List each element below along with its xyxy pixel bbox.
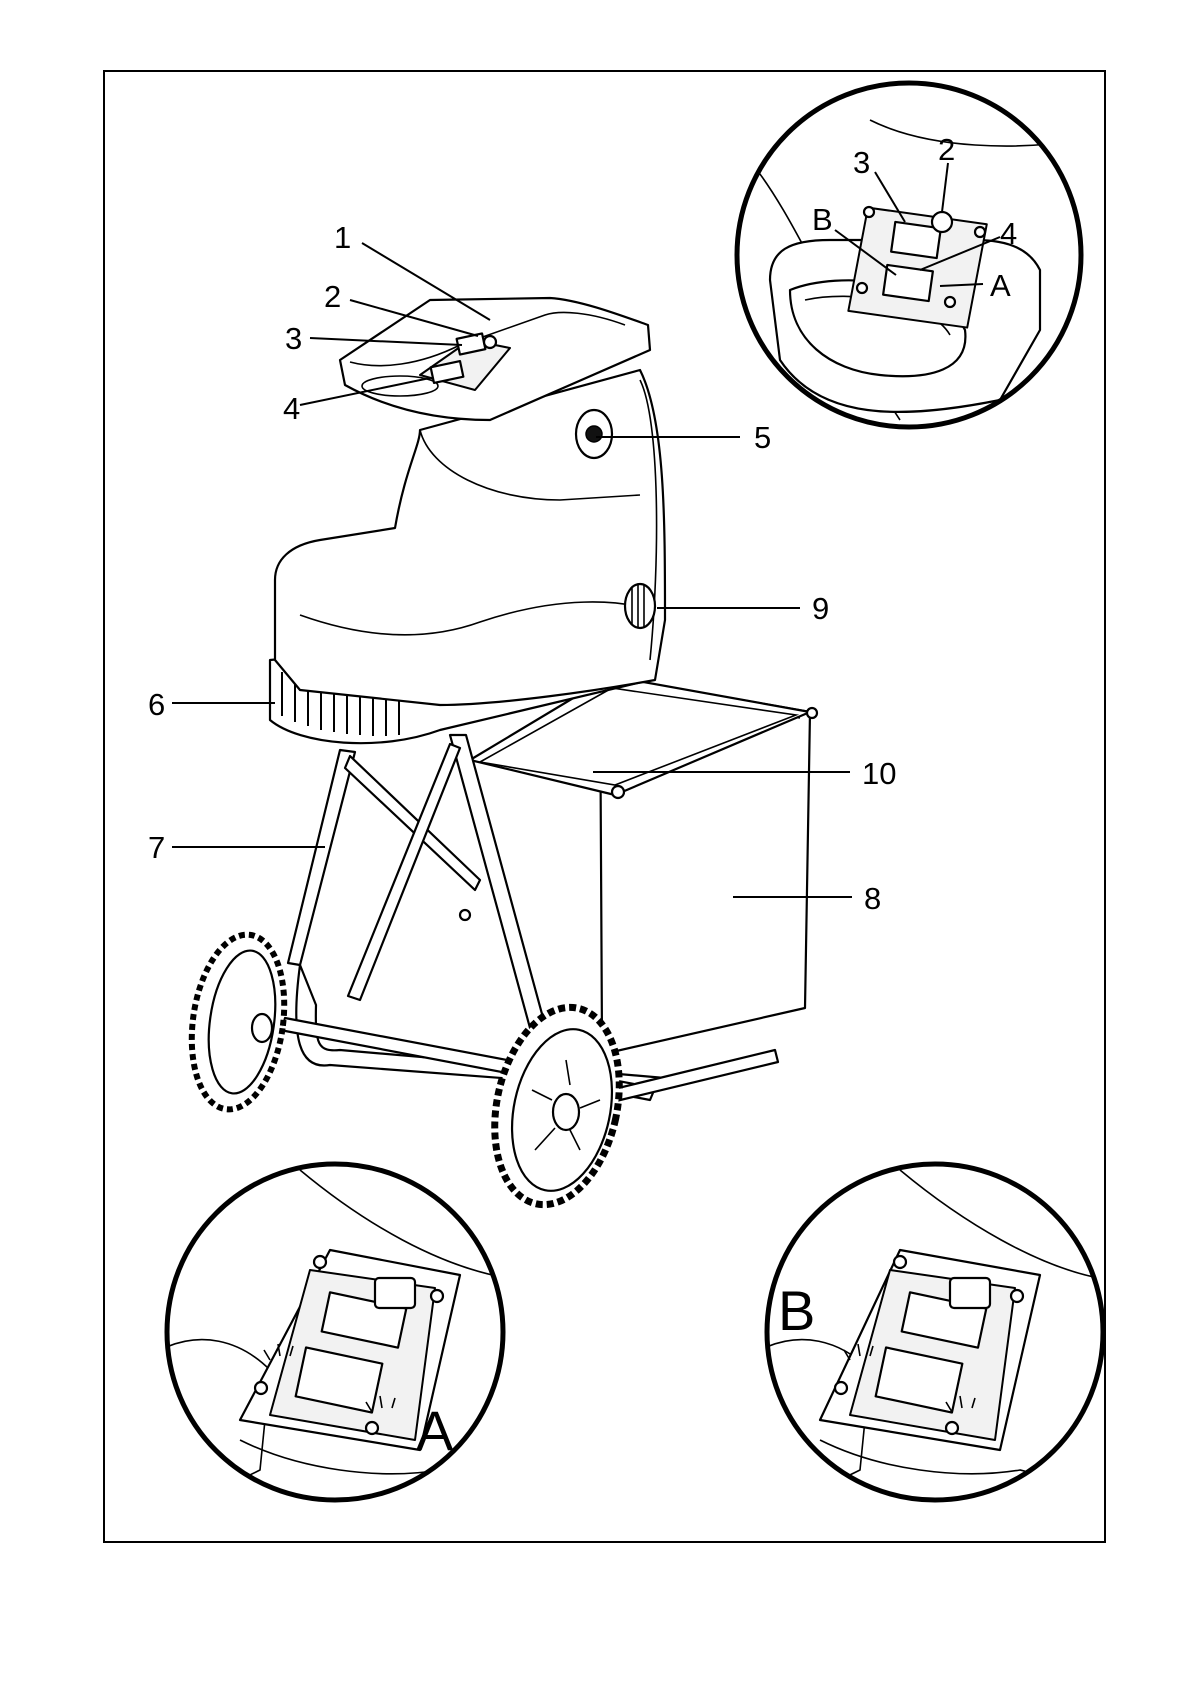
callout-3: 3	[285, 321, 302, 356]
callout-5: 5	[754, 420, 771, 455]
adjustment-knob	[625, 584, 655, 628]
detail-circle-top	[737, 83, 1081, 427]
callout-8: 8	[864, 881, 881, 916]
detail-top-callout-4: 4	[1000, 216, 1017, 251]
detail-top-callout-2: 2	[938, 132, 955, 167]
wheel-left	[181, 929, 295, 1116]
callout-4: 4	[283, 391, 300, 426]
detail-top-callout-b: B	[812, 202, 833, 237]
detail-circle-a	[160, 1164, 520, 1500]
detail-b-label: B	[778, 1279, 815, 1342]
detail-top-callout-a: A	[990, 268, 1011, 303]
callout-1: 1	[334, 220, 351, 255]
overload-button	[484, 336, 496, 348]
callout-9: 9	[812, 591, 829, 626]
callout-6: 6	[148, 687, 165, 722]
stand-leg-front	[288, 750, 355, 965]
detail-top-callout-3: 3	[853, 145, 870, 180]
callout-10: 10	[862, 756, 896, 791]
stand-leg-rear	[450, 735, 545, 1028]
callout-2: 2	[324, 279, 341, 314]
detail-a-label: A	[416, 1399, 454, 1462]
shredder-illustration	[181, 298, 817, 1216]
callout-7: 7	[148, 830, 165, 865]
